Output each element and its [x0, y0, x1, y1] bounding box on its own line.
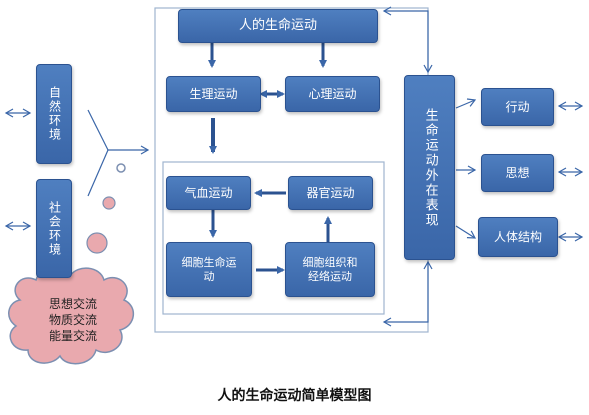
node-external: 生命运动外在表现: [404, 75, 455, 260]
node-thought: 思想: [481, 154, 554, 192]
node-qixue: 气血运动: [166, 176, 251, 210]
fan-line-top: [87, 109, 109, 151]
exchange-item: 物质交流: [48, 313, 97, 327]
arrow-external-action: [455, 98, 477, 109]
exchange-item: 思想交流: [48, 297, 97, 311]
inner-frame: [162, 161, 385, 315]
arrow-external-structure: [455, 225, 477, 239]
bubble-small: [116, 163, 126, 173]
exchange-item: 能量交流: [48, 329, 97, 343]
diagram-caption: 人的生命运动简单模型图: [217, 388, 372, 404]
node-body-structure: 人体结构: [478, 217, 558, 257]
node-nature-env: 自然环境: [36, 64, 72, 164]
bubble-large: [86, 232, 108, 254]
node-organ: 器官运动: [288, 176, 373, 210]
bubble-medium: [102, 196, 116, 210]
node-physio: 生理运动: [166, 76, 261, 112]
node-social-env: 社会环境: [36, 179, 72, 278]
node-human-life: 人的生命运动: [178, 9, 378, 43]
node-cell-life: 细胞生命运动: [166, 242, 252, 297]
node-psych: 心理运动: [285, 76, 380, 112]
fan-line-bottom: [87, 149, 109, 197]
node-cell-tissue: 细胞组织和经络运动: [285, 242, 375, 297]
node-action: 行动: [481, 88, 554, 126]
exchange-list: 思想交流 物质交流 能量交流: [30, 296, 116, 344]
connector-external-bottom: [382, 260, 433, 327]
connector-external-top: [382, 6, 433, 74]
